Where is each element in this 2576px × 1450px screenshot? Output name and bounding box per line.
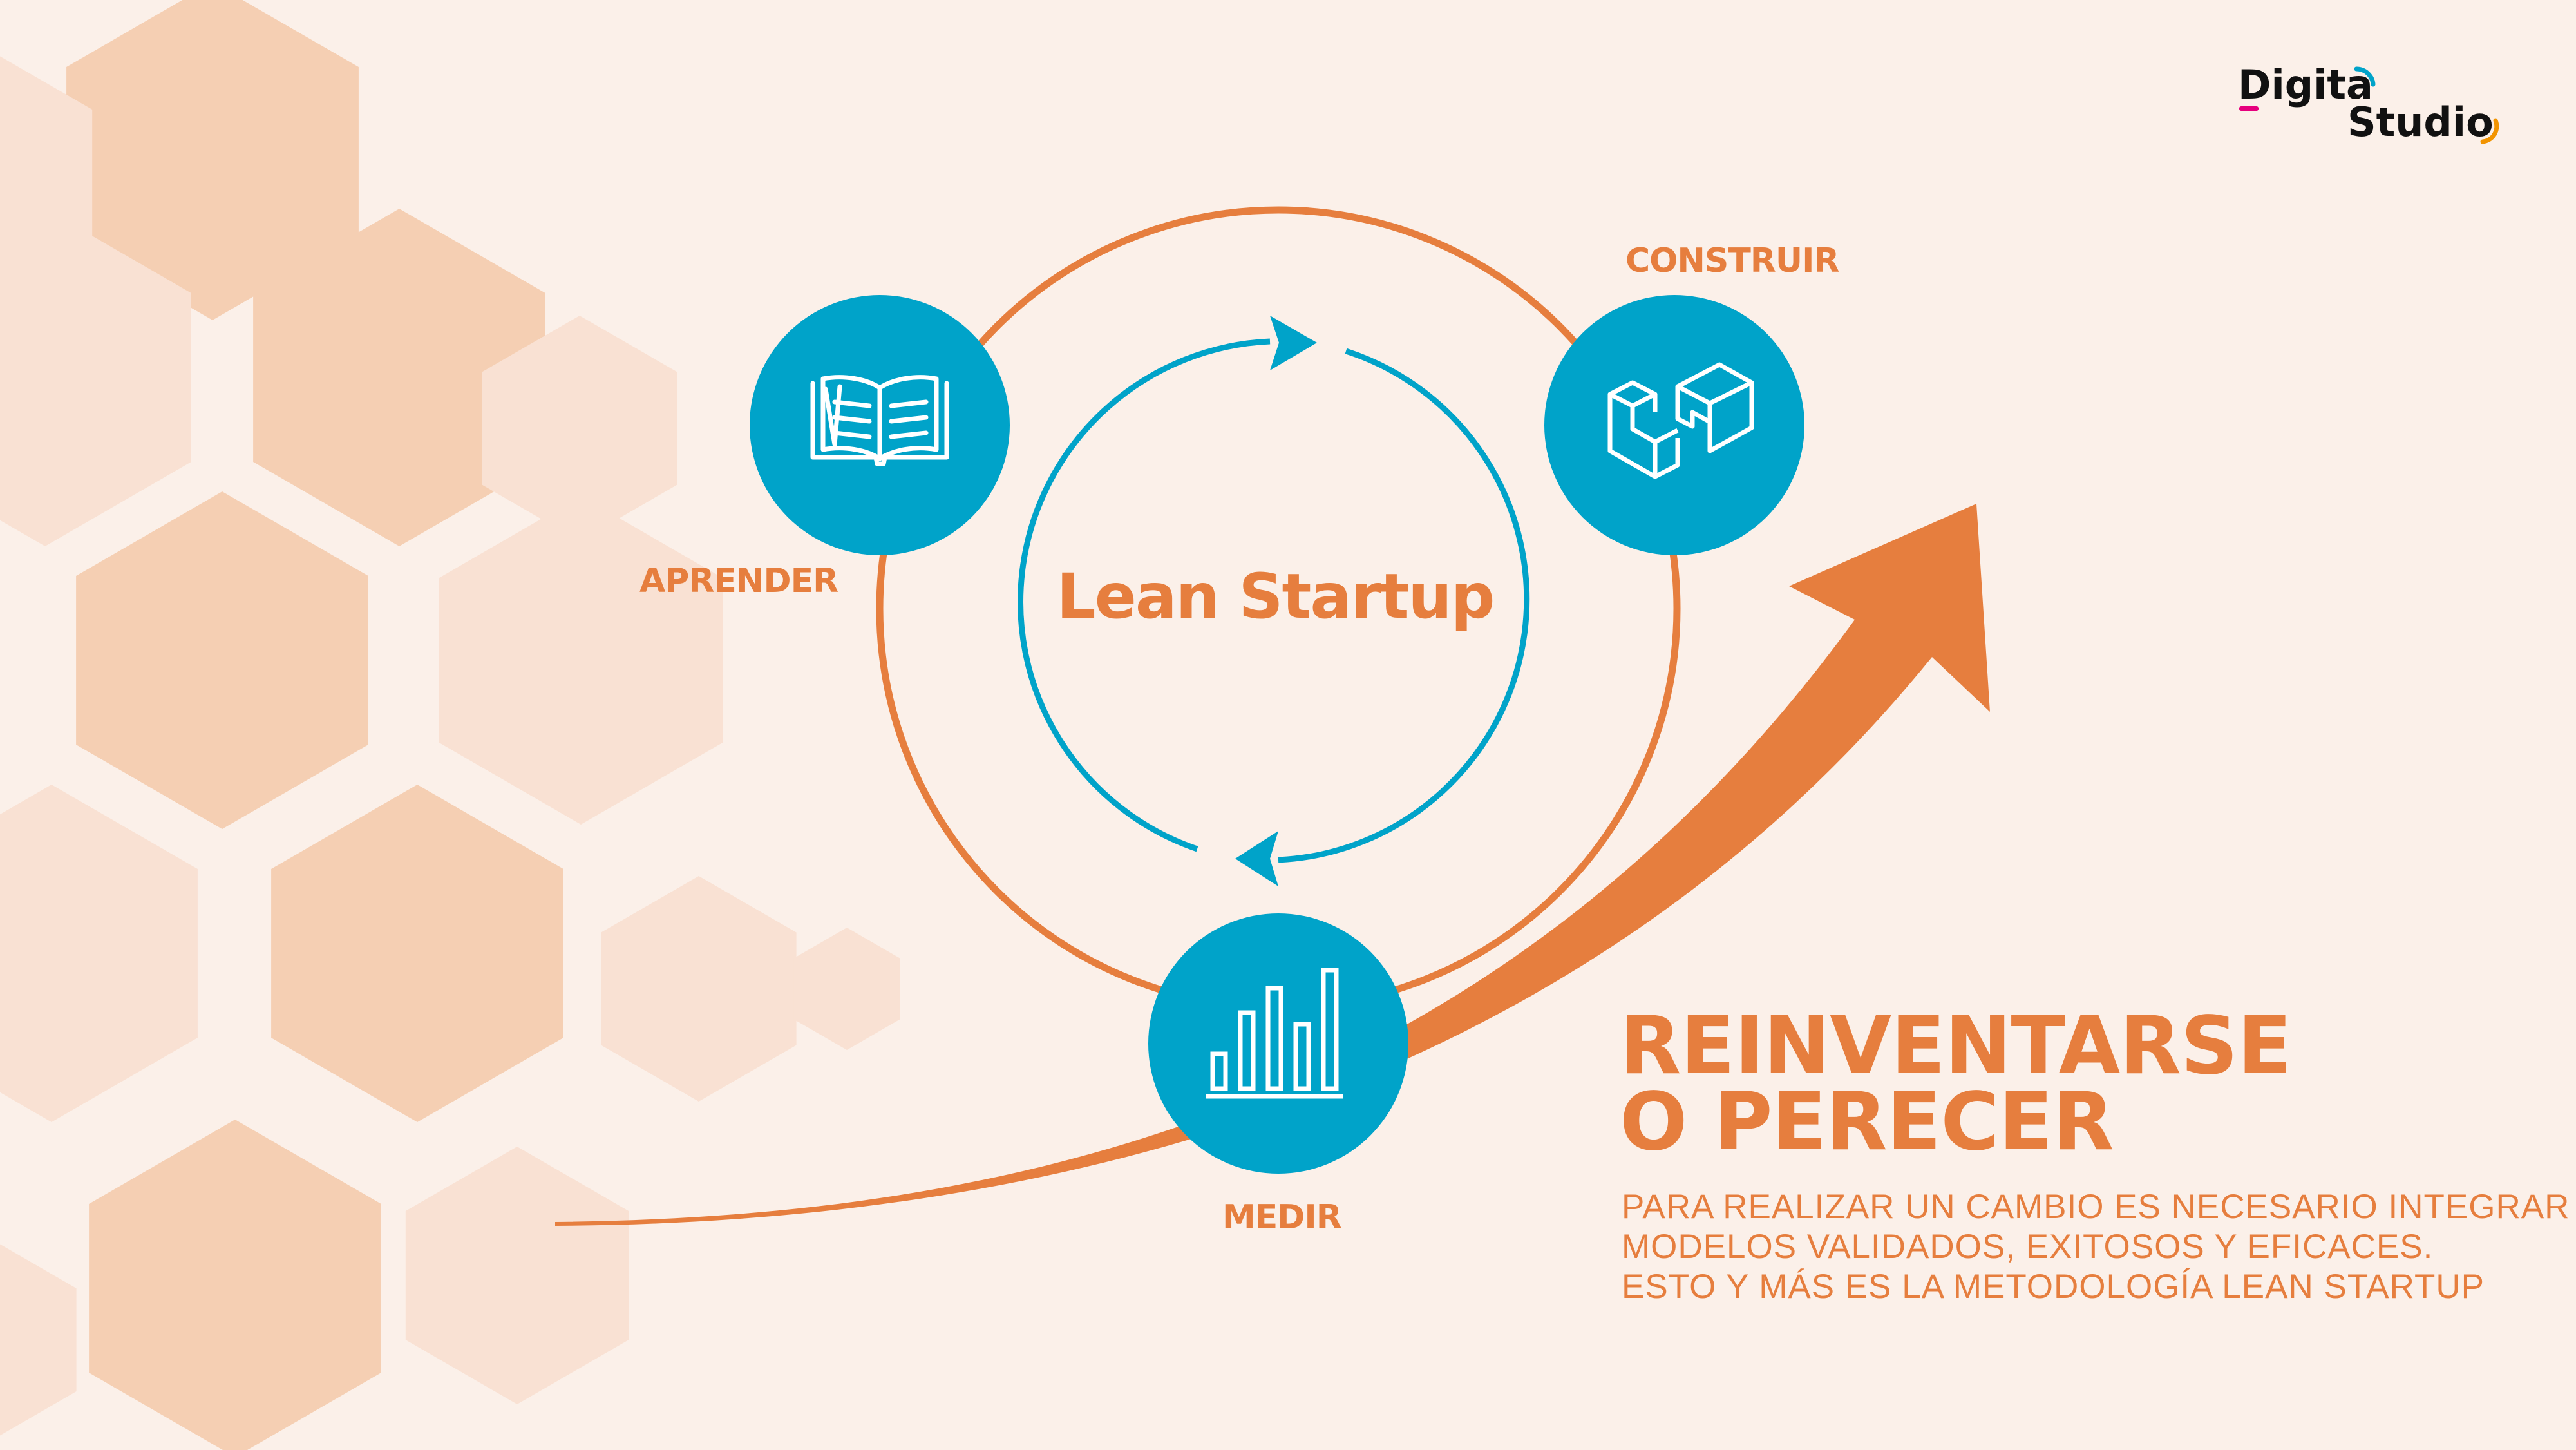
inner-arrow-top (1018, 338, 1271, 852)
cycle-center-title: Lean Startup (1056, 560, 1495, 633)
hexagon-5 (439, 496, 723, 825)
hexagon-1 (253, 209, 545, 546)
stage-label-construir: CONSTRUIR (1625, 242, 1839, 280)
body-line-2: MODELOS VALIDADOS, EXITOSOS Y EFICACES. (1622, 1228, 2434, 1266)
open-book-icon (810, 375, 949, 466)
hexagon-pattern (0, 0, 900, 1450)
brand-logo: Digita Studio (2238, 61, 2515, 151)
inner-arrow-top-head (1270, 316, 1317, 370)
hexagon-8 (601, 876, 797, 1102)
bar-chart-icon (1206, 968, 1343, 1099)
headline-line-2: O PERECER (1620, 1076, 2114, 1169)
hexagon-3 (76, 491, 368, 829)
body-copy: PARA REALIZAR UN CAMBIO ES NECESARIO INT… (1622, 1187, 2570, 1307)
stage-circle-construir (1544, 295, 1804, 555)
hexagon-2 (0, 209, 191, 546)
headline-line-1: REINVENTARSE (1620, 1000, 2292, 1092)
inner-arrow-bottom (1278, 348, 1530, 863)
body-line-1: PARA REALIZAR UN CAMBIO ES NECESARIO INT… (1622, 1188, 2570, 1226)
hexagon-9 (793, 928, 900, 1050)
building-blocks-icon (1607, 362, 1754, 479)
stage-label-aprender: APRENDER (639, 562, 838, 600)
growth-arrow (555, 504, 1990, 1226)
logo-accent-marks (2239, 66, 2499, 144)
hexagon-6 (271, 785, 564, 1122)
logo-text-line-1: Digita (2238, 61, 2373, 108)
stage-circle-medir (1148, 913, 1408, 1174)
hexagon-10 (89, 1120, 381, 1450)
hexagon-0 (66, 0, 359, 320)
stage-circle-aprender (750, 295, 1010, 555)
hexagon-11 (405, 1147, 629, 1404)
hexagon-7 (0, 785, 198, 1122)
logo-text-line-2: Studio (2347, 99, 2494, 146)
headline: REINVENTARSE O PERECER (1620, 1000, 2292, 1169)
hexagon-13 (0, 1244, 77, 1436)
body-line-3: ESTO Y MÁS ES LA METODOLOGÍA LEAN STARTU… (1622, 1268, 2485, 1306)
hexagon-12 (0, 56, 93, 292)
stage-label-medir: MEDIR (1222, 1198, 1342, 1237)
inner-arrow-bottom-head (1235, 831, 1278, 886)
hexagon-4 (482, 316, 677, 541)
